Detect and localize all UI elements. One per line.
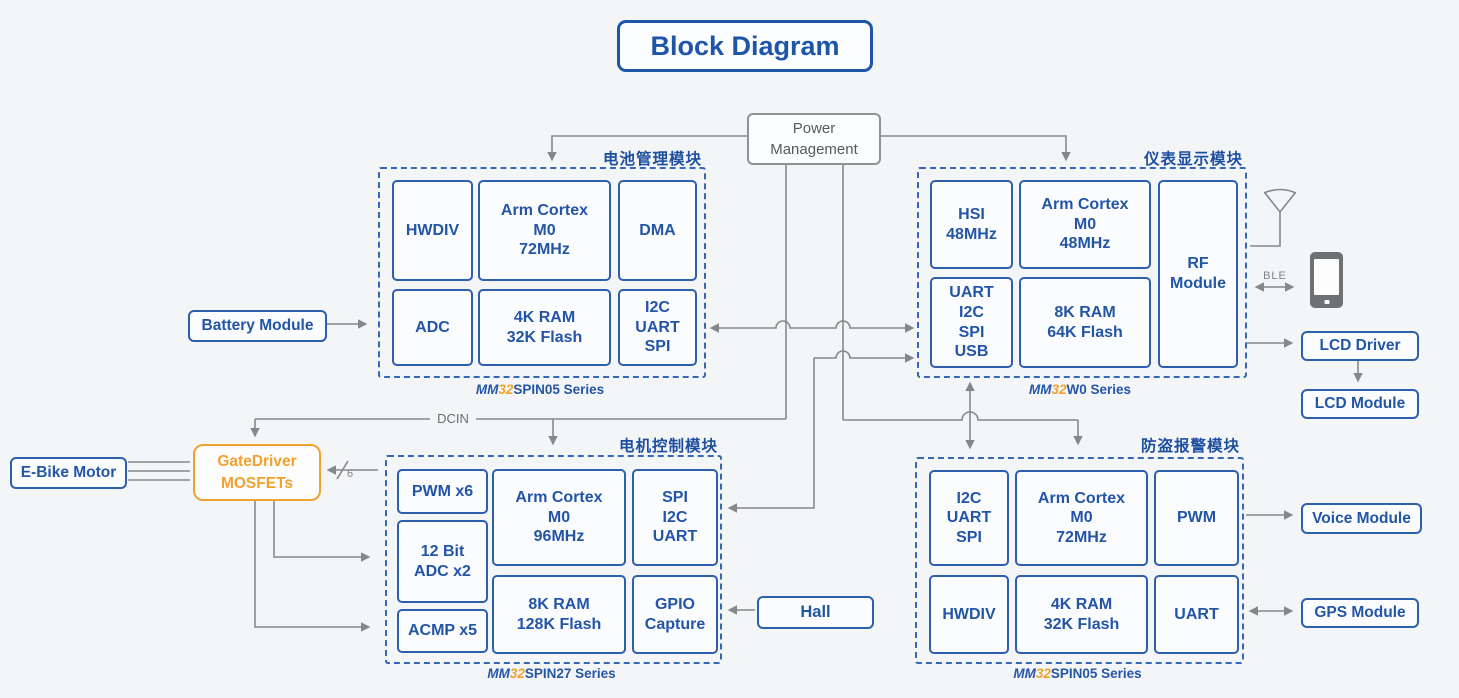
motor-phase-lines bbox=[128, 461, 190, 481]
module-instrument-display: HSI 48MHz Arm Cortex M0 48MHz RF Module … bbox=[917, 167, 1247, 378]
display-series-label: MM32W0 Series bbox=[1028, 382, 1132, 397]
ebike-motor-box: E-Bike Motor bbox=[10, 457, 127, 489]
display-module-cn-label: 仪表显示模块 bbox=[1143, 151, 1243, 168]
cell-periph: I2C UART SPI bbox=[618, 289, 697, 366]
cell-periph: SPI I2C UART bbox=[632, 469, 718, 566]
battery-series-label: MM32SPIN05 Series bbox=[475, 382, 605, 397]
cell-dma: DMA bbox=[618, 180, 697, 281]
module-motor-control: PWM x6 12 Bit ADC x2 ACMP x5 Arm Cortex … bbox=[385, 455, 722, 664]
cell-rf-module: RF Module bbox=[1158, 180, 1238, 368]
ble-label: BLE bbox=[1263, 270, 1287, 282]
cell-hwdiv: HWDIV bbox=[392, 180, 473, 281]
lcd-module-box: LCD Module bbox=[1301, 389, 1419, 419]
cell-ram: 4K RAM 32K Flash bbox=[478, 289, 611, 366]
voice-module-box: Voice Module bbox=[1301, 503, 1422, 534]
gatedriver-mosfets-box: GateDriver MOSFETs bbox=[193, 444, 321, 501]
module-anti-theft-alarm: I2C UART SPI Arm Cortex M0 72MHz PWM HWD… bbox=[915, 457, 1244, 664]
power-to-display-line bbox=[877, 135, 1071, 162]
cell-acmp: ACMP x5 bbox=[397, 609, 488, 653]
cell-hsi: HSI 48MHz bbox=[930, 180, 1013, 269]
cell-adc: ADC bbox=[392, 289, 473, 366]
cell-pwm: PWM x6 bbox=[397, 469, 488, 514]
smartphone-screen bbox=[1314, 259, 1339, 295]
cell-periph: UART I2C SPI USB bbox=[930, 277, 1013, 368]
motor-display-comm-line bbox=[814, 350, 915, 363]
cell-cortex: Arm Cortex M0 72MHz bbox=[478, 180, 611, 281]
cell-ram: 8K RAM 128K Flash bbox=[492, 575, 626, 654]
cell-uart: UART bbox=[1154, 575, 1239, 654]
antenna-feed-line bbox=[1250, 212, 1281, 247]
battery-display-comm-line bbox=[709, 320, 915, 333]
cell-ram: 4K RAM 32K Flash bbox=[1015, 575, 1148, 654]
motor-module-cn-label: 电机控制模块 bbox=[618, 438, 718, 455]
antenna-icon bbox=[1263, 188, 1297, 214]
alarm-series-label: MM32SPIN05 Series bbox=[1013, 666, 1142, 681]
phase-count-label: 6 bbox=[347, 468, 354, 480]
cell-cortex: Arm Cortex M0 48MHz bbox=[1019, 180, 1151, 269]
power-to-alarm-line bbox=[843, 411, 1078, 421]
cell-cortex: Arm Cortex M0 96MHz bbox=[492, 469, 626, 566]
page-title: Block Diagram bbox=[617, 20, 873, 72]
motor-series-label: MM32SPIN27 Series bbox=[487, 666, 616, 681]
cell-hwdiv: HWDIV bbox=[929, 575, 1009, 654]
smartphone-icon bbox=[1310, 252, 1343, 308]
alarm-module-cn-label: 防盗报警模块 bbox=[1140, 438, 1240, 455]
dcin-label: DCIN bbox=[430, 411, 476, 427]
lcd-driver-box: LCD Driver bbox=[1301, 331, 1419, 361]
battery-module-box: Battery Module bbox=[188, 310, 327, 342]
smartphone-home-button bbox=[1324, 300, 1329, 304]
gps-module-box: GPS Module bbox=[1301, 598, 1419, 628]
cell-gpio: GPIO Capture bbox=[632, 575, 718, 654]
cell-adc12: 12 Bit ADC x2 bbox=[397, 520, 488, 603]
battery-module-cn-label: 电池管理模块 bbox=[602, 151, 702, 168]
hall-box: Hall bbox=[757, 596, 874, 629]
cell-pwm: PWM bbox=[1154, 470, 1239, 566]
cell-ram: 8K RAM 64K Flash bbox=[1019, 277, 1151, 368]
cell-cortex: Arm Cortex M0 72MHz bbox=[1015, 470, 1148, 566]
module-battery-management: HWDIV Arm Cortex M0 72MHz DMA ADC 4K RAM… bbox=[378, 167, 706, 378]
power-management-box: Power Management bbox=[747, 113, 881, 165]
cell-periph: I2C UART SPI bbox=[929, 470, 1009, 566]
